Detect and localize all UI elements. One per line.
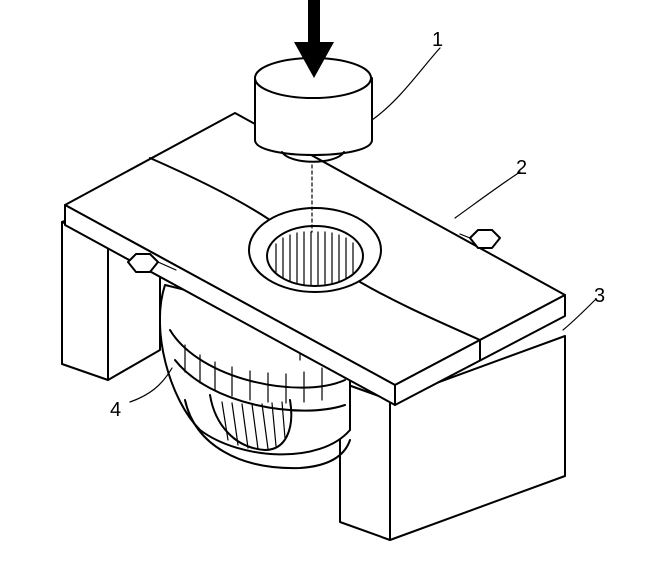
callout-3-label: 3 bbox=[594, 285, 605, 307]
callout-1-label: 1 bbox=[432, 29, 443, 51]
callout-2-label: 2 bbox=[516, 157, 527, 179]
callout-leaders bbox=[129, 47, 596, 403]
split-top-plate bbox=[64, 112, 566, 406]
left-bolt bbox=[127, 253, 177, 273]
press-force-arrow bbox=[294, 0, 334, 78]
press-adapter bbox=[254, 57, 373, 233]
callout-4-label: 4 bbox=[110, 399, 121, 421]
right-bolt bbox=[459, 229, 501, 249]
